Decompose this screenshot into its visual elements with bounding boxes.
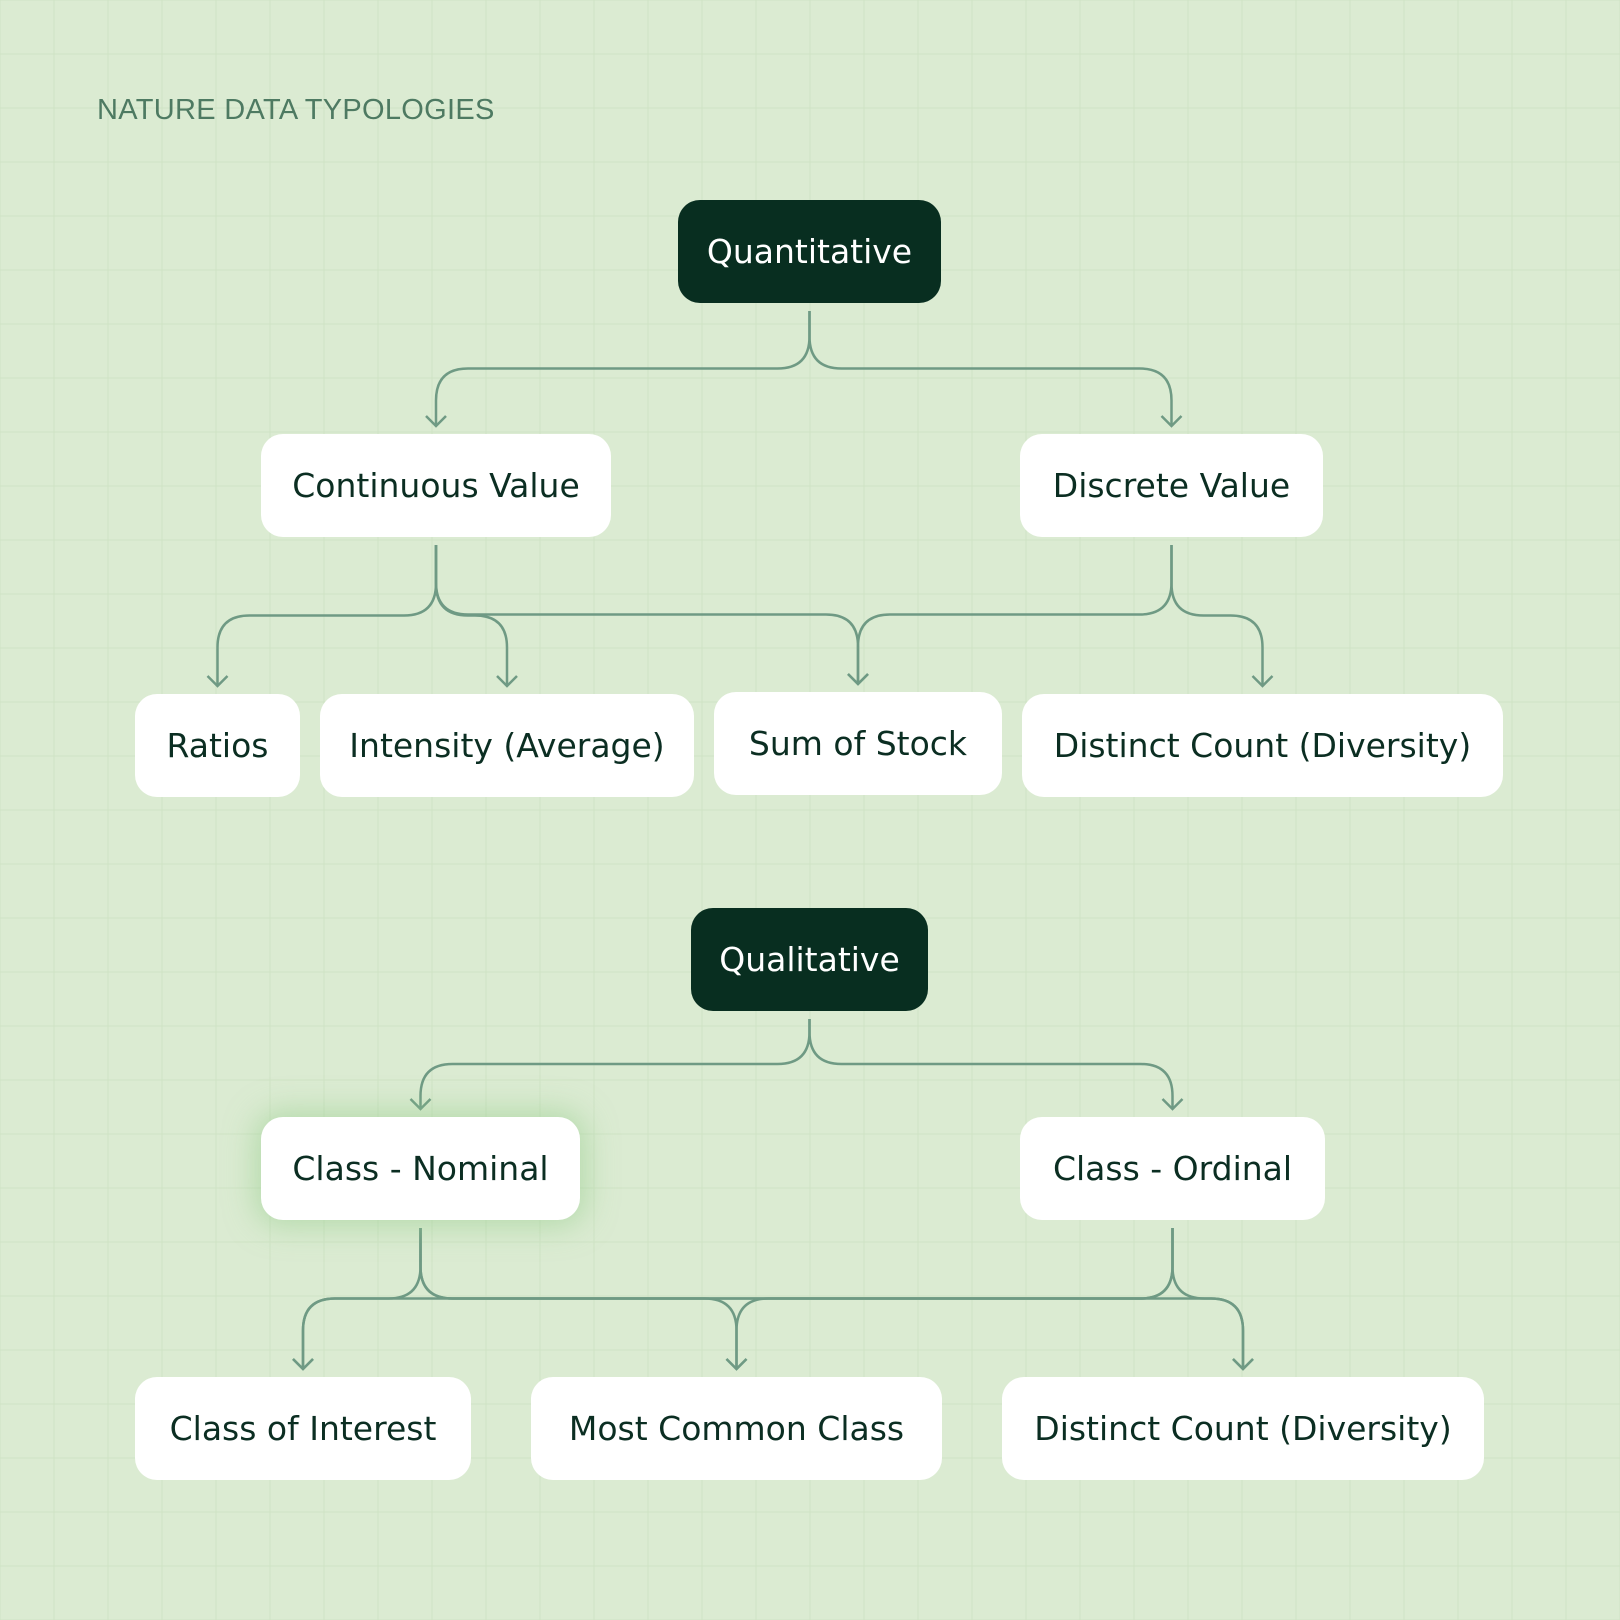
node-discrete-value: Discrete Value [1020,434,1323,537]
node-sum-of-stock: Sum of Stock [714,692,1002,795]
node-intensity-average: Intensity (Average) [320,694,694,797]
node-continuous-value: Continuous Value [261,434,611,537]
node-class-of-interest: Class of Interest [135,1377,471,1480]
node-qualitative: Qualitative [691,908,928,1011]
node-distinct-count-qualitative: Distinct Count (Diversity) [1002,1377,1484,1480]
node-quantitative: Quantitative [678,200,941,303]
node-class-ordinal: Class - Ordinal [1020,1117,1325,1220]
node-most-common-class: Most Common Class [531,1377,942,1480]
node-class-nominal: Class - Nominal [261,1117,580,1220]
page-title: NATURE DATA TYPOLOGIES [97,94,495,126]
node-ratios: Ratios [135,694,300,797]
node-distinct-count-quantitative: Distinct Count (Diversity) [1022,694,1503,797]
